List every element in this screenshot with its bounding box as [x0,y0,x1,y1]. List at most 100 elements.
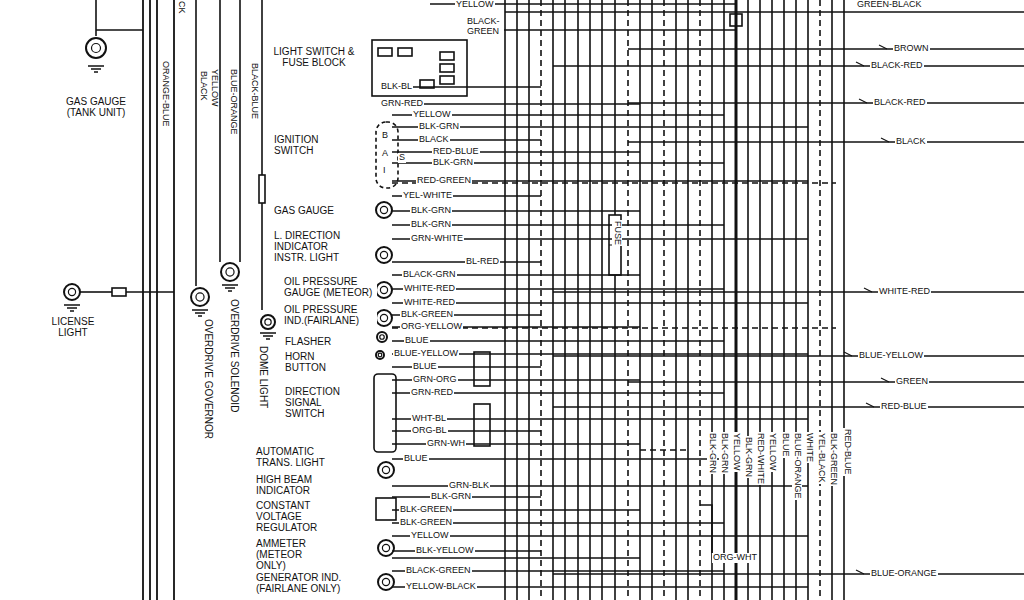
bus-wire [783,0,785,600]
component-outline [376,498,396,520]
bulb-symbol [376,351,384,359]
wire-color-label: CK [176,0,186,15]
wire [195,0,197,286]
wire-color-label: ORG-WHT [712,553,758,563]
wire [156,0,158,600]
bus-wire [723,0,725,600]
connector-mark [864,288,872,292]
wire-color-label: BLACK-GRN [402,270,457,280]
wire [553,65,1024,67]
component-label: HORN BUTTON [284,351,330,373]
ground-symbol [70,310,74,312]
bus-wire [651,0,653,600]
bus-wire [807,0,809,600]
bulb-filament [382,578,389,585]
bus-wire [663,0,665,600]
wire-color-label: BLK-GRN [719,432,729,474]
bus-wire [747,0,749,600]
bus-wire [675,0,677,600]
wire-color-label: GRN-WH [426,439,466,449]
ground-symbol [222,284,238,286]
bulb-filament [92,44,101,53]
wire [149,0,151,600]
ground-symbol [195,312,205,314]
wire-color-label: BLACK-GREEN [405,566,472,576]
wire [553,355,1024,357]
component-outline [398,48,412,56]
wire-color-label: BLACK-RED [870,61,924,71]
wire [392,557,640,559]
component-label: LIGHT SWITCH & FUSE BLOCK [268,46,360,68]
wire [239,0,241,262]
component-label: OIL PRESSURE IND.(FAIRLANE) [283,304,377,326]
wire-color-label: GRN-RED [380,99,424,109]
bus-wire [819,0,821,600]
wire [640,449,690,451]
wire-color-label: BLK-GREEN [399,505,453,515]
wire-color-label: GRN-BLK [448,481,490,491]
wire-color-label: YELLOW [412,110,452,120]
wire-color-label: YEL-WHITE [402,191,453,201]
wire-color-label: BLUE-ORANGE [792,432,802,500]
bus-wire [699,0,701,600]
wire-color-label: WHITE-RED [403,284,456,294]
bulb-filament [226,268,234,276]
component-label: LICENSE LIGHT [40,316,106,338]
connector-mark [881,378,889,382]
ground-symbol [228,290,232,292]
bus-wire [795,0,797,600]
wire [392,103,640,105]
connector-mark [859,99,867,103]
wire-color-label: RED-BLUE [432,147,480,157]
component-outline [730,14,742,26]
wire-color-label: BLACK-RED [873,98,927,108]
wire-color-label: BLK-GRN [707,432,717,474]
bulb-filament [380,206,387,213]
wire-color-label: BLUE [404,336,430,346]
bulb-filament [68,288,75,295]
component-outline [474,404,490,446]
bulb-symbol [191,288,209,306]
wire [392,139,541,141]
wire-color-label: BLK-GRN [432,158,474,168]
wire [261,203,263,310]
terminal-letter: S [398,153,406,163]
wire [392,535,808,537]
bulb-filament [382,466,389,473]
wire-color-label: BLK-YELLOW [415,546,475,556]
terminal-letter: B [381,131,389,141]
ground-symbol [91,68,101,70]
connector-mark [866,403,874,407]
component-label: FLASHER [284,336,332,347]
wire-color-label: YELLOW [410,531,450,541]
wire-color-label: ORG-YELLOW [400,322,463,332]
ground-symbol [260,332,276,334]
wire-color-label: BLK-GRN [418,122,460,132]
wire-color-label: BLK-GRN [743,436,753,478]
wire-color-label: GRN-RED [410,388,454,398]
wire-color-label: YELLOW [767,432,777,472]
component-label: AUTOMATIC TRANS. LIGHT [255,446,331,468]
component-label: DIRECTION SIGNAL SWITCH [284,386,342,419]
bulb-filament [196,293,204,301]
wire-color-label: BROWN [893,44,930,54]
wire-color-label: GRN-ORG [412,375,458,385]
ground-symbol [94,71,98,73]
wire-color-label: BLK-GRN [410,206,452,216]
wire-color-label: ORANGE-BLUE [160,60,170,128]
wire-color-label: BLACK [418,135,450,145]
component-label: GAS GAUGE [273,205,335,216]
bulb-symbol [376,202,392,218]
wire [80,291,112,293]
wire [392,458,724,460]
ground-symbol [88,65,104,67]
wire-color-label: YELLOW-BLACK [405,582,477,592]
wire [173,0,175,600]
component-outline [259,175,265,203]
wire [219,0,221,262]
wire-color-label: BLK-GRN [410,220,452,230]
component-label: DOME LIGHT [258,345,269,409]
bulb-filament [380,314,387,321]
wire [392,340,724,342]
bulb-symbol [376,282,392,298]
